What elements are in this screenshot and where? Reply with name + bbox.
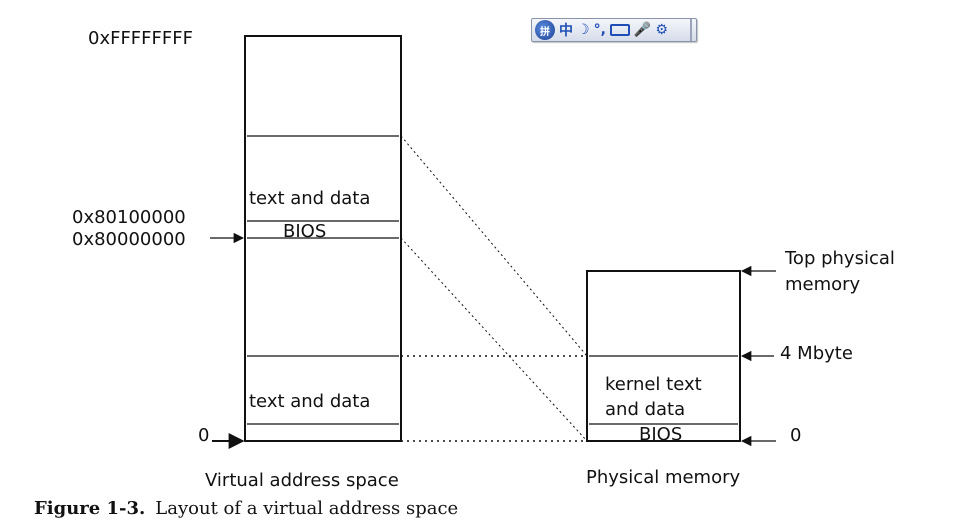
physical-kernel-line2: and data xyxy=(605,399,685,420)
top-physical-label-2: memory xyxy=(785,274,861,295)
ime-drag-handle[interactable] xyxy=(690,19,696,41)
ime-keyboard-icon[interactable] xyxy=(609,24,630,36)
physical-bios-label: BIOS xyxy=(639,424,682,445)
physical-memory-label: Physical memory xyxy=(586,467,740,488)
ime-chinese-mode-icon[interactable]: 中 xyxy=(559,23,573,39)
ime-fullwidth-moon-icon[interactable]: ☽ xyxy=(577,22,590,38)
physical-kernel-line1: kernel text xyxy=(605,374,702,395)
ime-microphone-icon[interactable]: 🎤 xyxy=(633,22,652,38)
top-physical-label-1: Top physical xyxy=(784,248,895,269)
addr-zero-label: 0 xyxy=(198,425,209,446)
ime-toolbar[interactable]: 拼 中 ☽ °, 🎤 ⚙ xyxy=(531,18,697,42)
physical-zero-label: 0 xyxy=(790,425,801,446)
virtual-address-space-label: Virtual address space xyxy=(205,470,399,491)
physical-memory-box xyxy=(586,270,741,442)
figure-caption-text: Layout of a virtual address space xyxy=(155,498,459,519)
virtual-kernel-text-label: text and data xyxy=(249,188,370,209)
mapping-kernel-top-dotted xyxy=(400,135,588,357)
ime-settings-gear-icon[interactable]: ⚙ xyxy=(655,22,668,38)
mapping-kernel-base-dotted xyxy=(400,237,588,442)
addr-80100000-label: 0x80100000 xyxy=(72,207,186,228)
figure-number: Figure 1-3. xyxy=(34,498,146,519)
ime-logo-icon[interactable]: 拼 xyxy=(535,20,555,40)
addr-80000000-label: 0x80000000 xyxy=(72,229,186,250)
virtual-bios-label: BIOS xyxy=(283,221,326,242)
figure-caption: Figure 1-3. Layout of a virtual address s… xyxy=(34,498,458,519)
physical-4mb-label: 4 Mbyte xyxy=(780,343,853,364)
addr-top-label: 0xFFFFFFFF xyxy=(88,28,193,49)
ime-punctuation-icon[interactable]: °, xyxy=(593,22,606,38)
virtual-user-text-label: text and data xyxy=(249,391,370,412)
